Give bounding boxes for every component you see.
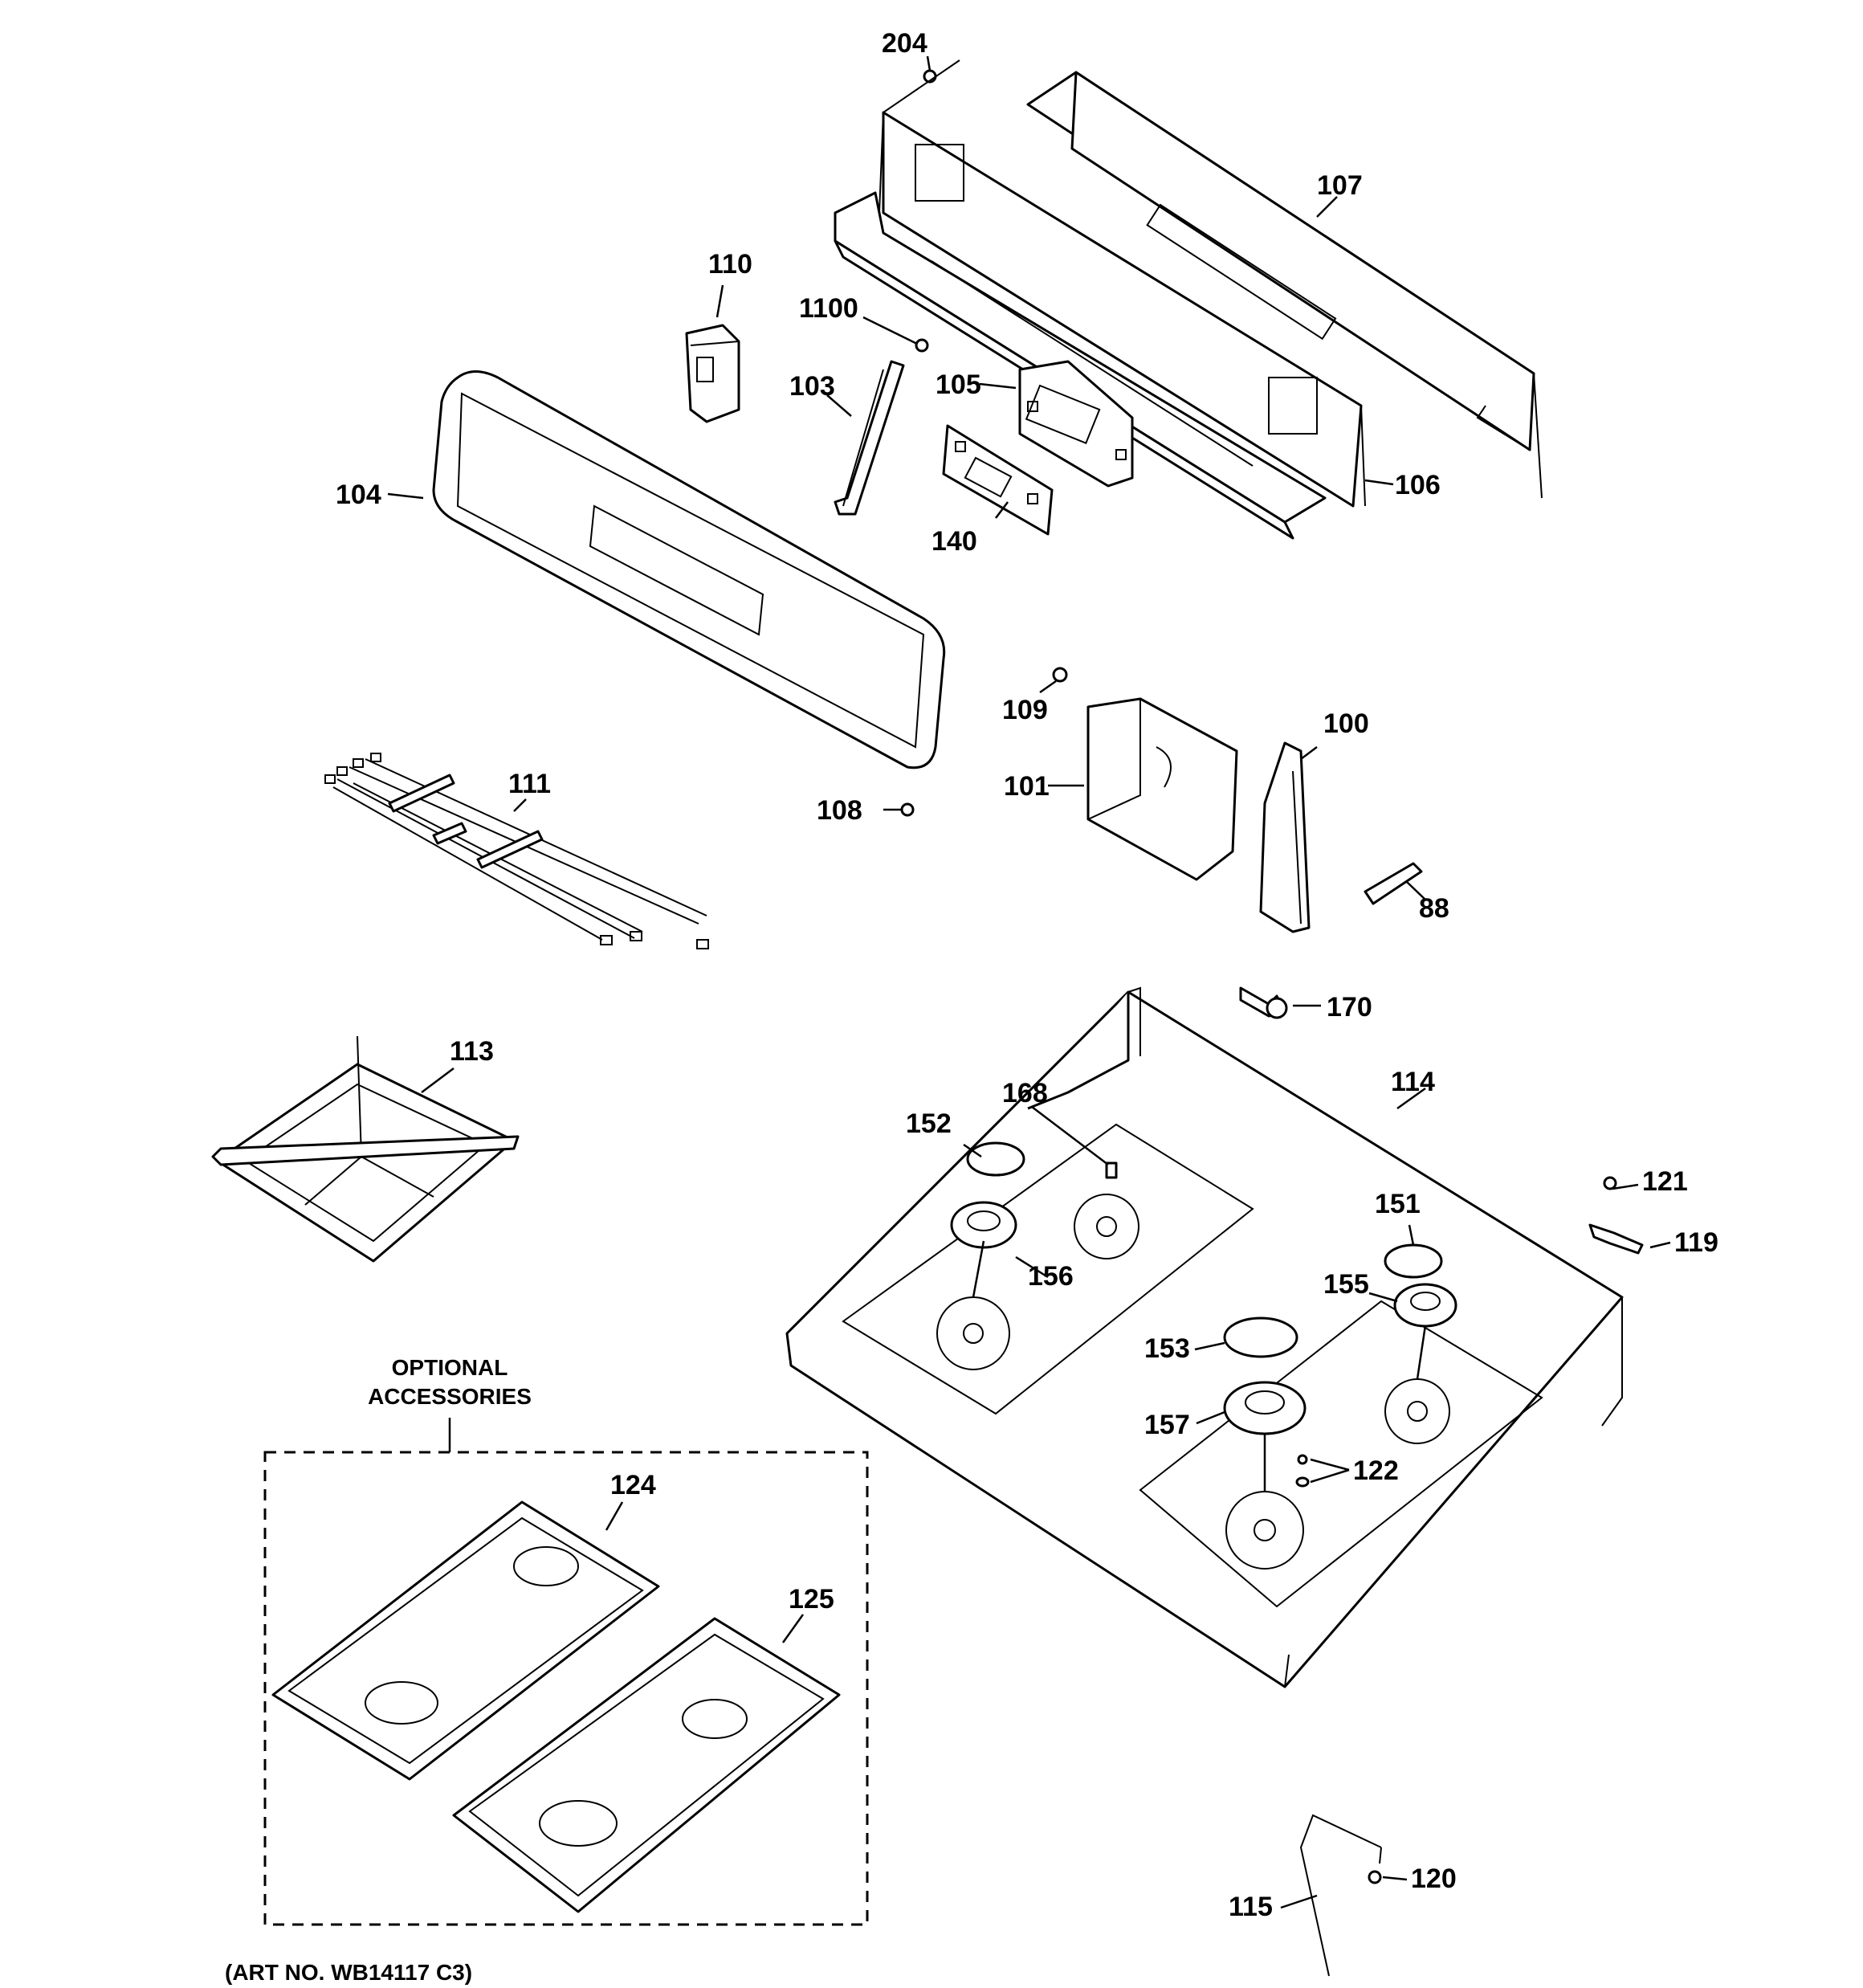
optional-accessories-box [263, 1418, 869, 1926]
callout-124: 124 [610, 1470, 656, 1500]
part-105-clock-control [1018, 360, 1134, 488]
callout-101: 101 [1004, 771, 1050, 802]
part-170-screw [1239, 986, 1288, 1019]
part-155-burner-head [1393, 1283, 1457, 1328]
leader-lines [387, 55, 1671, 1909]
callout-104: 104 [336, 480, 381, 510]
callout-1100: 1100 [799, 293, 858, 324]
part-88-clip [1364, 862, 1423, 905]
optional-accessories-title-line2: ACCESSORIES [368, 1384, 532, 1409]
callout-111: 111 [508, 769, 551, 799]
callout-157: 157 [1144, 1410, 1190, 1440]
part-107-top-cover [1026, 71, 1543, 499]
part-108-screw [900, 802, 915, 817]
part-111-wire-harness [324, 753, 709, 949]
callout-151: 151 [1375, 1189, 1421, 1219]
part-100-shield [1259, 741, 1311, 933]
part-104-control-panel [432, 370, 946, 769]
optional-accessories-title-line1: OPTIONAL [392, 1355, 508, 1380]
part-151-burner-cap [1384, 1243, 1443, 1279]
part-103-bracket [834, 360, 905, 516]
callout-100: 100 [1323, 708, 1369, 739]
art-number: (ART NO. WB14117 C3) [225, 1960, 472, 1985]
callout-88: 88 [1419, 893, 1449, 924]
part-113-grate [211, 1035, 520, 1263]
callout-122: 122 [1353, 1455, 1399, 1486]
part-115-support-rod [1299, 1814, 1382, 1977]
callout-labels: 204 107 110 1100 103 105 104 106 140 109… [225, 28, 1718, 1985]
callout-170: 170 [1327, 992, 1372, 1023]
part-114-cooktop [785, 986, 1624, 1688]
callout-168: 168 [1002, 1078, 1048, 1108]
callout-114: 114 [1391, 1067, 1435, 1097]
callout-125: 125 [789, 1584, 834, 1614]
part-156-burner-head [950, 1201, 1017, 1249]
part-119-bracket [1588, 1223, 1644, 1255]
part-157-burner-head [1223, 1381, 1307, 1435]
callout-109: 109 [1002, 695, 1048, 725]
callout-152: 152 [906, 1108, 952, 1139]
callout-103: 103 [789, 371, 835, 402]
callout-115: 115 [1229, 1892, 1273, 1922]
callout-110: 110 [708, 249, 752, 280]
part-152-burner-cap [966, 1141, 1025, 1177]
callout-156: 156 [1028, 1261, 1074, 1292]
part-168-spark-electrode [1105, 1161, 1118, 1179]
callout-108: 108 [817, 795, 862, 826]
part-121-screw [1603, 1176, 1617, 1190]
callout-155: 155 [1323, 1269, 1369, 1300]
part-153-burner-cap [1223, 1316, 1298, 1358]
callout-106: 106 [1395, 470, 1441, 500]
part-120-screw [1368, 1870, 1382, 1884]
part-101-bracket [1086, 697, 1238, 881]
callout-113: 113 [450, 1036, 494, 1067]
callout-107: 107 [1317, 170, 1363, 201]
part-109-screw [1052, 667, 1068, 683]
callout-153: 153 [1144, 1333, 1190, 1364]
callout-105: 105 [936, 369, 981, 400]
part-204-screw [883, 59, 960, 113]
part-110-ignition-module [685, 324, 740, 423]
part-1100-screw [915, 338, 929, 353]
callout-204: 204 [882, 28, 927, 59]
callout-121: 121 [1642, 1166, 1688, 1197]
part-140-overlay [942, 424, 1054, 536]
callout-119: 119 [1674, 1227, 1718, 1258]
part-122-screw-washer [1295, 1454, 1310, 1488]
callout-140: 140 [932, 526, 977, 557]
callout-120: 120 [1411, 1863, 1457, 1894]
